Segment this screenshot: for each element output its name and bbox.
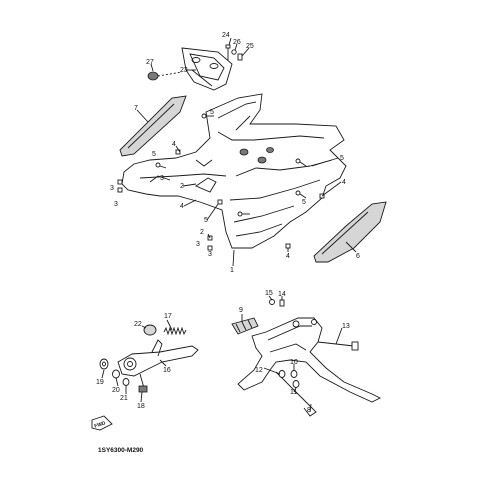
clip-4b[interactable] — [217, 199, 223, 205]
clip-3b[interactable] — [207, 235, 213, 251]
label-6: 6 — [356, 253, 360, 260]
label-13: 13 — [342, 323, 350, 330]
bracket-23[interactable] — [181, 47, 233, 91]
washer-26[interactable] — [231, 49, 237, 55]
label-2b: 2 — [200, 229, 204, 236]
washer-21[interactable] — [122, 378, 130, 386]
nut-25[interactable] — [237, 53, 243, 61]
bolt-18[interactable] — [138, 373, 148, 393]
label-12: 12 — [255, 367, 263, 374]
footrest-cover-1[interactable] — [121, 93, 347, 249]
label-9: 9 — [239, 307, 243, 314]
leader-lines — [101, 37, 357, 413]
label-5c: 5 — [204, 217, 208, 224]
rubber-22[interactable] — [143, 324, 157, 336]
label-5d: 5 — [340, 155, 344, 162]
screw-5b[interactable] — [155, 162, 167, 169]
collar-11[interactable] — [292, 380, 300, 388]
screw-5a[interactable] — [201, 113, 214, 119]
label-11: 11 — [290, 389, 297, 396]
label-5b: 5 — [152, 151, 156, 158]
diagram-code: 1SY6300-M290 — [98, 447, 144, 454]
label-14: 14 — [278, 291, 286, 298]
label-3a: 3 — [160, 175, 164, 182]
side-cover-7[interactable] — [119, 95, 187, 157]
label-25: 25 — [246, 43, 254, 50]
bolt-14[interactable] — [279, 299, 285, 307]
label-8: 8 — [307, 407, 311, 414]
label-23: 23 — [180, 67, 188, 74]
label-18: 18 — [137, 403, 145, 410]
label-4b: 4 — [180, 203, 184, 210]
clip-4c[interactable] — [285, 243, 291, 249]
label-4c: 4 — [342, 179, 346, 186]
label-7: 7 — [134, 105, 138, 112]
bolt-24[interactable] — [225, 44, 231, 60]
footrest-rubber-9[interactable] — [231, 317, 259, 335]
label-3e: 3 — [208, 251, 212, 258]
label-1: 1 — [230, 267, 234, 274]
label-20: 20 — [112, 387, 120, 394]
nut-20[interactable] — [112, 369, 120, 379]
label-16: 16 — [163, 367, 171, 374]
screw-5c[interactable] — [295, 158, 307, 167]
label-4d: 4 — [286, 253, 290, 260]
label-24: 24 — [222, 32, 230, 39]
spring-17[interactable] — [163, 326, 187, 336]
label-10: 10 — [290, 359, 298, 366]
bush-10[interactable] — [290, 370, 298, 378]
label-27: 27 — [146, 59, 154, 66]
label-17: 17 — [164, 313, 172, 320]
label-3d: 3 — [196, 241, 200, 248]
side-cover-6[interactable] — [313, 201, 387, 263]
fwd-arrow-icon: FWD — [91, 415, 113, 431]
label-5e: 5 — [302, 199, 306, 206]
label-19: 19 — [96, 379, 104, 386]
grommet-27[interactable] — [147, 71, 183, 81]
label-22: 22 — [134, 321, 142, 328]
screw-5d[interactable] — [237, 211, 250, 217]
screw-5e[interactable] — [295, 190, 307, 199]
label-5a: 5 — [210, 109, 214, 116]
washer-15[interactable] — [269, 299, 275, 305]
label-15: 15 — [265, 290, 273, 297]
callout-labels: 24 26 25 27 23 7 5 4 5 3 3 3 2 4 5 2 3 3… — [96, 32, 360, 414]
stay-2[interactable] — [195, 177, 217, 193]
label-26: 26 — [233, 39, 241, 46]
label-3c: 3 — [114, 201, 118, 208]
label-2a: 2 — [180, 183, 184, 190]
main-stand-8[interactable] — [237, 317, 382, 417]
side-stand-16[interactable] — [117, 339, 199, 377]
washer-19[interactable] — [99, 358, 109, 370]
fwd-label: FWD — [94, 420, 107, 429]
label-21: 21 — [120, 395, 128, 402]
label-4a: 4 — [172, 141, 176, 148]
clip-3a[interactable] — [117, 179, 123, 193]
shaft-13[interactable] — [317, 341, 359, 351]
label-3b: 3 — [110, 185, 114, 192]
